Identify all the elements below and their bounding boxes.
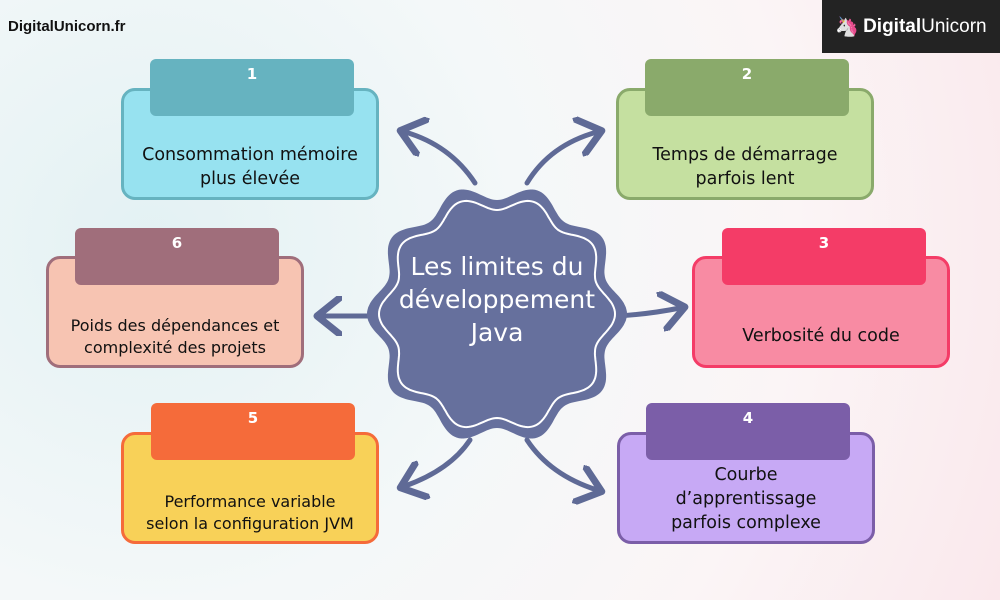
item-text: Consommation mémoire plus élevée bbox=[142, 145, 358, 189]
item-tab-4: 4 bbox=[646, 403, 850, 460]
logo-bold: Digital bbox=[863, 15, 922, 37]
arrow-3 bbox=[615, 308, 680, 316]
arrow-5 bbox=[405, 437, 473, 486]
center-title: Les limites du développement Java bbox=[377, 250, 617, 349]
item-text: Verbosité du code bbox=[742, 326, 900, 346]
logo: 🦄 DigitalUnicorn bbox=[822, 0, 1000, 53]
center-title-line: Les limites du bbox=[410, 252, 584, 281]
center-shape bbox=[367, 189, 627, 439]
item-text: Poids des dépendances et complexité des … bbox=[70, 316, 280, 357]
item-tab-1: 1 bbox=[150, 59, 354, 116]
center-title-line: développement bbox=[398, 285, 596, 314]
unicorn-icon: 🦄 bbox=[835, 16, 860, 38]
item-tab-3: 3 bbox=[722, 228, 926, 285]
item-tab-6: 6 bbox=[75, 228, 279, 285]
arrow-1 bbox=[405, 132, 478, 186]
logo-regular: Unicorn bbox=[921, 15, 987, 37]
center-title-line: Java bbox=[470, 318, 524, 347]
arrow-4 bbox=[524, 437, 597, 490]
site-label: DigitalUnicorn.fr bbox=[8, 18, 126, 35]
item-text: Courbe d’apprentissage parfois complexe bbox=[671, 465, 821, 533]
center-shape-outline bbox=[377, 199, 617, 429]
item-tab-5: 5 bbox=[151, 403, 355, 460]
item-text: Temps de démarrage parfois lent bbox=[652, 145, 838, 189]
item-tab-2: 2 bbox=[645, 59, 849, 116]
arrow-2 bbox=[524, 132, 597, 186]
item-text: Performance variable selon la configurat… bbox=[146, 492, 354, 533]
